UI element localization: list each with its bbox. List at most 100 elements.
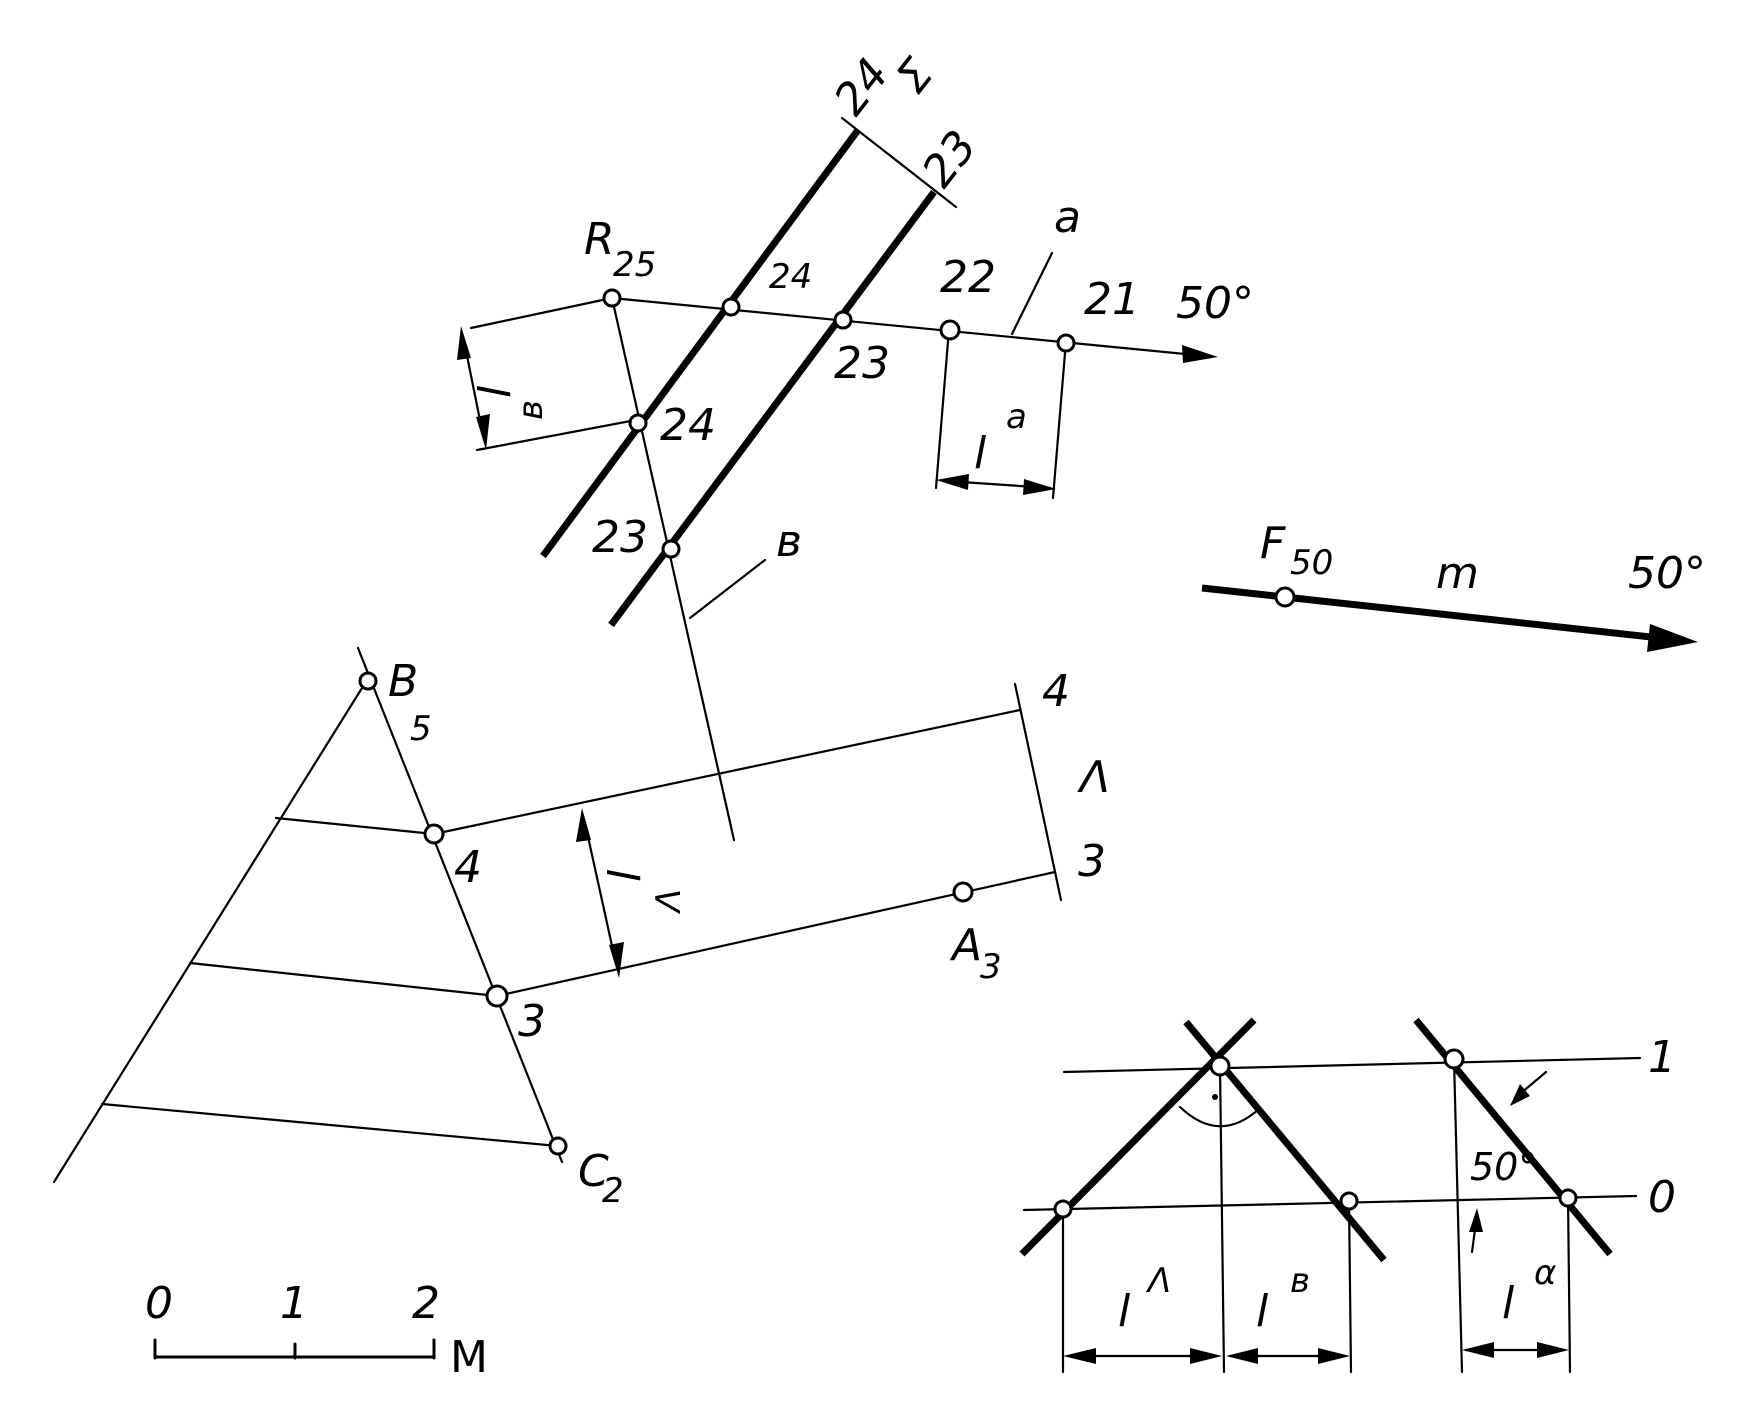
- arrowhead-m: [1647, 624, 1698, 652]
- label-A-sub: 3: [980, 947, 1002, 987]
- point-br-0-mid: [1339, 1191, 1359, 1211]
- point-C2: [548, 1136, 568, 1156]
- label-sigma: Σ: [886, 49, 943, 102]
- label-bl-a-sup: α: [1534, 1253, 1556, 1293]
- label-ll: l: [600, 869, 651, 882]
- label-tri-4: 4: [454, 842, 482, 893]
- label-level-0: 0: [1648, 1172, 1676, 1223]
- point-b-24: [628, 413, 648, 433]
- point-br-top: [1209, 1055, 1231, 1077]
- la-ext-right: [1051, 339, 1068, 500]
- dim-l-a-arrow-r: [1537, 1342, 1569, 1358]
- line-m: [1201, 584, 1661, 642]
- label-bl-lambda: l: [1118, 1286, 1131, 1337]
- label-lb: l: [470, 385, 521, 398]
- label-deg-m: 50°: [1628, 548, 1706, 599]
- proj-a-left: [1452, 1057, 1464, 1374]
- scale-bar: 0 1 2 M: [145, 1278, 488, 1383]
- label-sigma-23: 23: [912, 121, 987, 197]
- point-a-23: [833, 310, 853, 330]
- bottom-right-construction: 1 0 50° l Λ l в l α: [1019, 1017, 1676, 1374]
- proj-a-right: [1566, 1195, 1572, 1374]
- angle-arrow-top: [1510, 1084, 1530, 1106]
- label-bl-b-sup: в: [1290, 1261, 1310, 1301]
- label-C-sub: 2: [602, 1171, 624, 1211]
- lb-arrow-bottom: [476, 414, 490, 450]
- line-B-C: [356, 646, 564, 1164]
- top-construction: R 25 24 Σ 23 a 24 23 22 21 50° l в 24 23…: [457, 49, 1254, 842]
- contour-24: [540, 127, 861, 559]
- label-lambda-3: 3: [1078, 836, 1106, 887]
- dim-l-lambda-arrow-r: [1190, 1348, 1222, 1364]
- point-22: [939, 319, 961, 341]
- label-lambda-4: 4: [1042, 666, 1070, 717]
- point-A3: [952, 881, 974, 903]
- level-line-1: [1062, 1056, 1642, 1074]
- ruling-3: [188, 961, 499, 998]
- dim-l-a-arrow-l: [1462, 1342, 1494, 1358]
- label-top-23: 23: [834, 338, 890, 389]
- label-la: l: [974, 428, 987, 479]
- leader-b: [688, 558, 767, 620]
- label-R-sub: 25: [613, 245, 656, 285]
- line-B-left: [52, 678, 369, 1184]
- ll-dim-line: [583, 821, 618, 966]
- point-R25: [602, 288, 622, 308]
- lb-arrow-top: [457, 326, 471, 360]
- line-b: [610, 296, 736, 842]
- line-a: [610, 296, 1187, 356]
- ruling-2: [100, 1102, 560, 1148]
- label-bl-b: l: [1256, 1286, 1269, 1337]
- lb-ext-top: [469, 296, 614, 330]
- ll-arrow-bottom: [609, 942, 624, 978]
- label-level-1: 1: [1648, 1032, 1676, 1083]
- point-br-1-right: [1443, 1048, 1465, 1070]
- label-22: 22: [940, 252, 996, 303]
- lb-ext-bottom: [475, 418, 638, 452]
- dim-l-b-arrow-r: [1318, 1348, 1350, 1364]
- label-top-24: 24: [769, 257, 812, 297]
- lambda-bracket: [1013, 682, 1063, 902]
- label-a: a: [1054, 192, 1081, 243]
- label-deg-small: 50°: [1470, 1145, 1537, 1189]
- dim-l-b-arrow-l: [1226, 1348, 1258, 1364]
- label-A: A: [949, 920, 982, 971]
- point-br-0-left: [1053, 1199, 1073, 1219]
- label-21: 21: [1084, 274, 1140, 325]
- label-mid-23: 23: [592, 512, 648, 563]
- la-ext-left: [934, 327, 951, 490]
- label-m: m: [1436, 548, 1479, 599]
- scale-label-1: 1: [280, 1278, 308, 1329]
- point-F50: [1274, 586, 1296, 608]
- scale-label-2: 2: [412, 1278, 440, 1329]
- label-mid-24: 24: [660, 400, 716, 451]
- label-B: B: [388, 656, 418, 707]
- triangle-construction: B 5 4 Λ 3 4 l Λ A 3 3 C 2: [52, 646, 1110, 1211]
- point-4: [423, 823, 445, 845]
- ll-arrow-top: [576, 808, 591, 842]
- la-arrow-left: [936, 474, 969, 490]
- label-ll-sup: Λ: [649, 889, 689, 915]
- label-B-sub: 5: [410, 709, 432, 749]
- point-a-24: [721, 297, 741, 317]
- label-la-sup: a: [1006, 397, 1027, 437]
- point-3: [485, 984, 509, 1008]
- dim-l-lambda-arrow-l: [1063, 1348, 1096, 1364]
- proj-center: [1218, 1064, 1226, 1374]
- label-C: C: [578, 1146, 609, 1197]
- label-F: F: [1260, 518, 1286, 569]
- la-arrow-right: [1023, 479, 1056, 495]
- scale-label-0: 0: [145, 1278, 173, 1329]
- label-F-sub: 50: [1290, 543, 1333, 583]
- lambda-line-4: [432, 708, 1022, 836]
- ruling-4: [274, 816, 436, 836]
- label-sigma-24: 24: [824, 49, 899, 125]
- label-lambda: Λ: [1077, 752, 1110, 803]
- angle-arrow-bottom: [1469, 1208, 1483, 1232]
- label-bl-a: l: [1502, 1278, 1515, 1329]
- point-b-23: [661, 539, 681, 559]
- label-R: R: [584, 214, 615, 265]
- label-deg-top: 50°: [1176, 278, 1254, 329]
- thick-lambda-line: [1019, 1017, 1257, 1257]
